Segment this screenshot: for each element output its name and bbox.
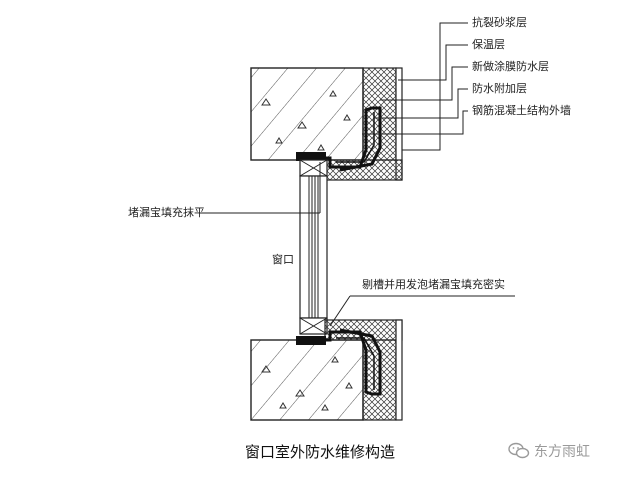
lower-render xyxy=(395,319,403,421)
watermark: 东方雨虹 xyxy=(508,441,590,461)
lower-sealant xyxy=(296,336,326,345)
lower-return xyxy=(324,319,403,341)
label-insulation: 保温层 xyxy=(472,38,505,51)
watermark-text: 东方雨虹 xyxy=(534,444,590,460)
upper-wall xyxy=(250,67,403,181)
upper-sealant xyxy=(296,152,326,161)
label-window: 窗口 xyxy=(272,253,294,266)
label-concrete-wall: 钢筋混凝土结构外墙 xyxy=(472,104,571,117)
label-fill-flat: 堵漏宝填充抹平 xyxy=(128,206,205,219)
upper-concrete xyxy=(250,67,364,161)
upper-membrane xyxy=(300,106,382,172)
label-anti-crack-mortar: 抗裂砂浆层 xyxy=(472,16,527,29)
upper-return xyxy=(324,159,403,181)
label-additional-waterproof: 防水附加层 xyxy=(472,82,527,95)
label-groove-fill: 剔槽并用发泡堵漏宝填充密实 xyxy=(362,278,505,291)
wechat-logo-icon xyxy=(508,442,530,459)
leader-lines xyxy=(200,22,515,327)
window-frame xyxy=(299,159,328,335)
lower-wall xyxy=(250,319,403,421)
diagram-caption: 窗口室外防水维修构造 xyxy=(244,443,395,461)
label-new-membrane: 新做涂膜防水层 xyxy=(472,60,549,73)
lower-concrete xyxy=(250,339,364,421)
lower-membrane xyxy=(300,328,382,396)
